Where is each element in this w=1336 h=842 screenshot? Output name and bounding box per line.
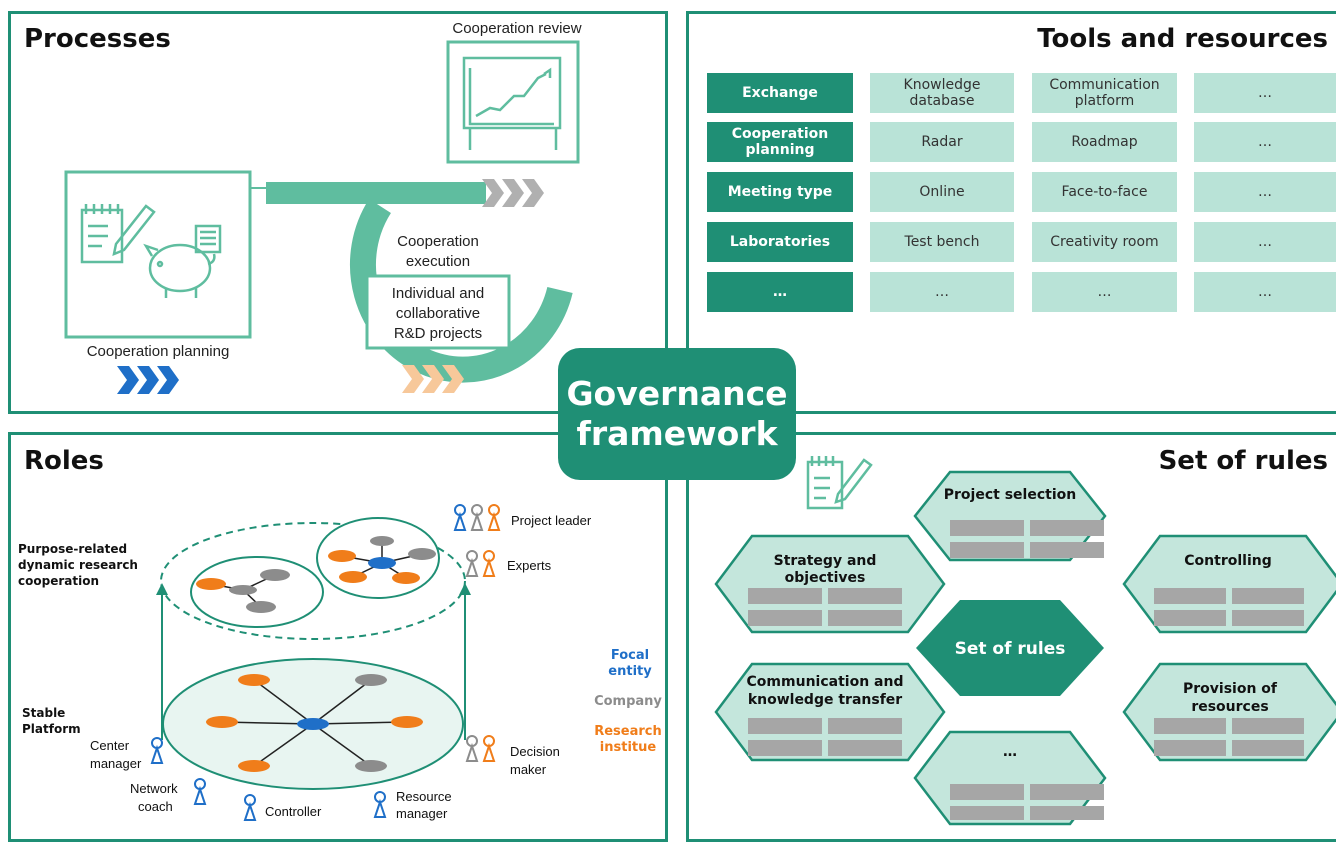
tools-cell-text: Cooperation [731,126,829,142]
tools-cell-text: … [935,284,949,300]
tools-cell: Creativity room [1032,222,1177,262]
tools-cell: … [1194,272,1336,312]
rules-panel [686,432,1336,842]
processes-title: Processes [24,24,171,54]
tools-cell-text: Communication [1049,77,1160,93]
tools-cell-text: … [1258,284,1272,300]
tools-cell-text: Face-to-face [1061,184,1148,200]
center-line-2: framework [576,414,778,453]
tools-row-header: Exchange [707,73,853,113]
tools-row-header: Laboratories [707,222,853,262]
tools-cell-text: platform [1074,93,1135,109]
roles-panel [8,432,668,842]
tools-cell-text: Radar [921,134,963,150]
tools-cell: Roadmap [1032,122,1177,162]
tools-cell-text: database [909,93,975,109]
tools-cell: … [1194,172,1336,212]
tools-cell: … [1032,272,1177,312]
governance-framework-badge: Governance framework [558,348,796,480]
tools-cell: … [1194,122,1336,162]
tools-cell-text: … [1258,85,1272,101]
tools-cell: Face-to-face [1032,172,1177,212]
tools-cell: … [870,272,1014,312]
tools-cell-text: Creativity room [1050,234,1159,250]
tools-cell-text: … [1258,184,1272,200]
tools-cell: Online [870,172,1014,212]
tools-cell-text: … [1258,234,1272,250]
tools-title: Tools and resources [1037,24,1328,54]
tools-cell: Radar [870,122,1014,162]
roles-title: Roles [24,446,104,476]
tools-cell-text: Online [919,184,965,200]
tools-cell-text: Laboratories [729,234,831,250]
tools-cell-text: Roadmap [1071,134,1138,150]
tools-cell-text: Test bench [904,234,980,250]
tools-cell: … [1194,73,1336,113]
tools-cell: Test bench [870,222,1014,262]
tools-row-header: … [707,272,853,312]
tools-cell-text: planning [745,142,815,158]
tools-cell: … [1194,222,1336,262]
tools-cell-text: … [1097,284,1112,300]
rules-title: Set of rules [1158,446,1328,476]
tools-row-header: Meeting type [707,172,853,212]
tools-cell-text: … [1258,134,1272,150]
tools-cell-text: Knowledge [903,77,981,93]
tools-cell-text: Meeting type [727,184,833,200]
tools-cell-text: … [773,284,787,300]
tools-cell-text: Exchange [742,85,818,101]
center-line-1: Governance [566,374,788,413]
